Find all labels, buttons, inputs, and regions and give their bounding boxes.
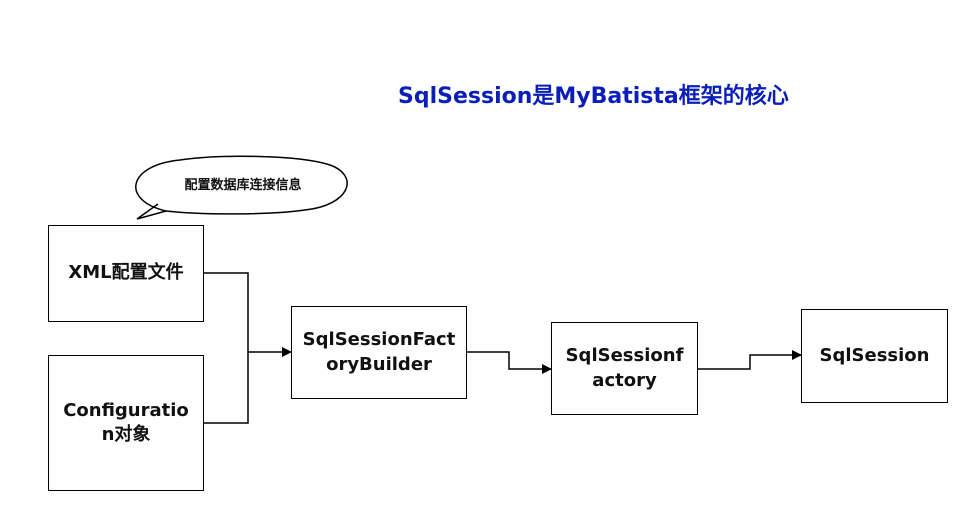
edge-configuration-to-builder: [204, 352, 249, 424]
node-configuration: Configuratio n对象: [48, 355, 204, 491]
node-xml-config-label: XML配置文件: [68, 262, 184, 284]
callout-text: 配置数据库连接信息: [184, 178, 302, 193]
edge-xml-to-builder: [204, 272, 249, 352]
node-factory-line1: SqlSessionf: [565, 345, 684, 367]
edge-builder-to-factory: [467, 351, 552, 374]
node-xml-config: XML配置文件: [48, 225, 204, 322]
diagram-title: SqlSession是MyBatista框架的核心: [398, 84, 789, 109]
callout-bubble: [135, 155, 348, 220]
node-sql-session: SqlSession: [801, 309, 948, 403]
node-factory-line2: actory: [592, 369, 657, 391]
node-configuration-line2: n对象: [101, 424, 151, 445]
edge-factory-to-session: [698, 350, 802, 370]
node-builder-line1: SqlSessionFact: [302, 329, 456, 351]
node-builder-line2: oryBuilder: [326, 353, 432, 375]
node-sql-session-label: SqlSession: [819, 344, 930, 366]
node-session-factory-builder: SqlSessionFact oryBuilder: [291, 306, 467, 399]
node-session-factory: SqlSessionf actory: [551, 322, 698, 415]
node-configuration-line1: Configuratio: [63, 399, 189, 421]
